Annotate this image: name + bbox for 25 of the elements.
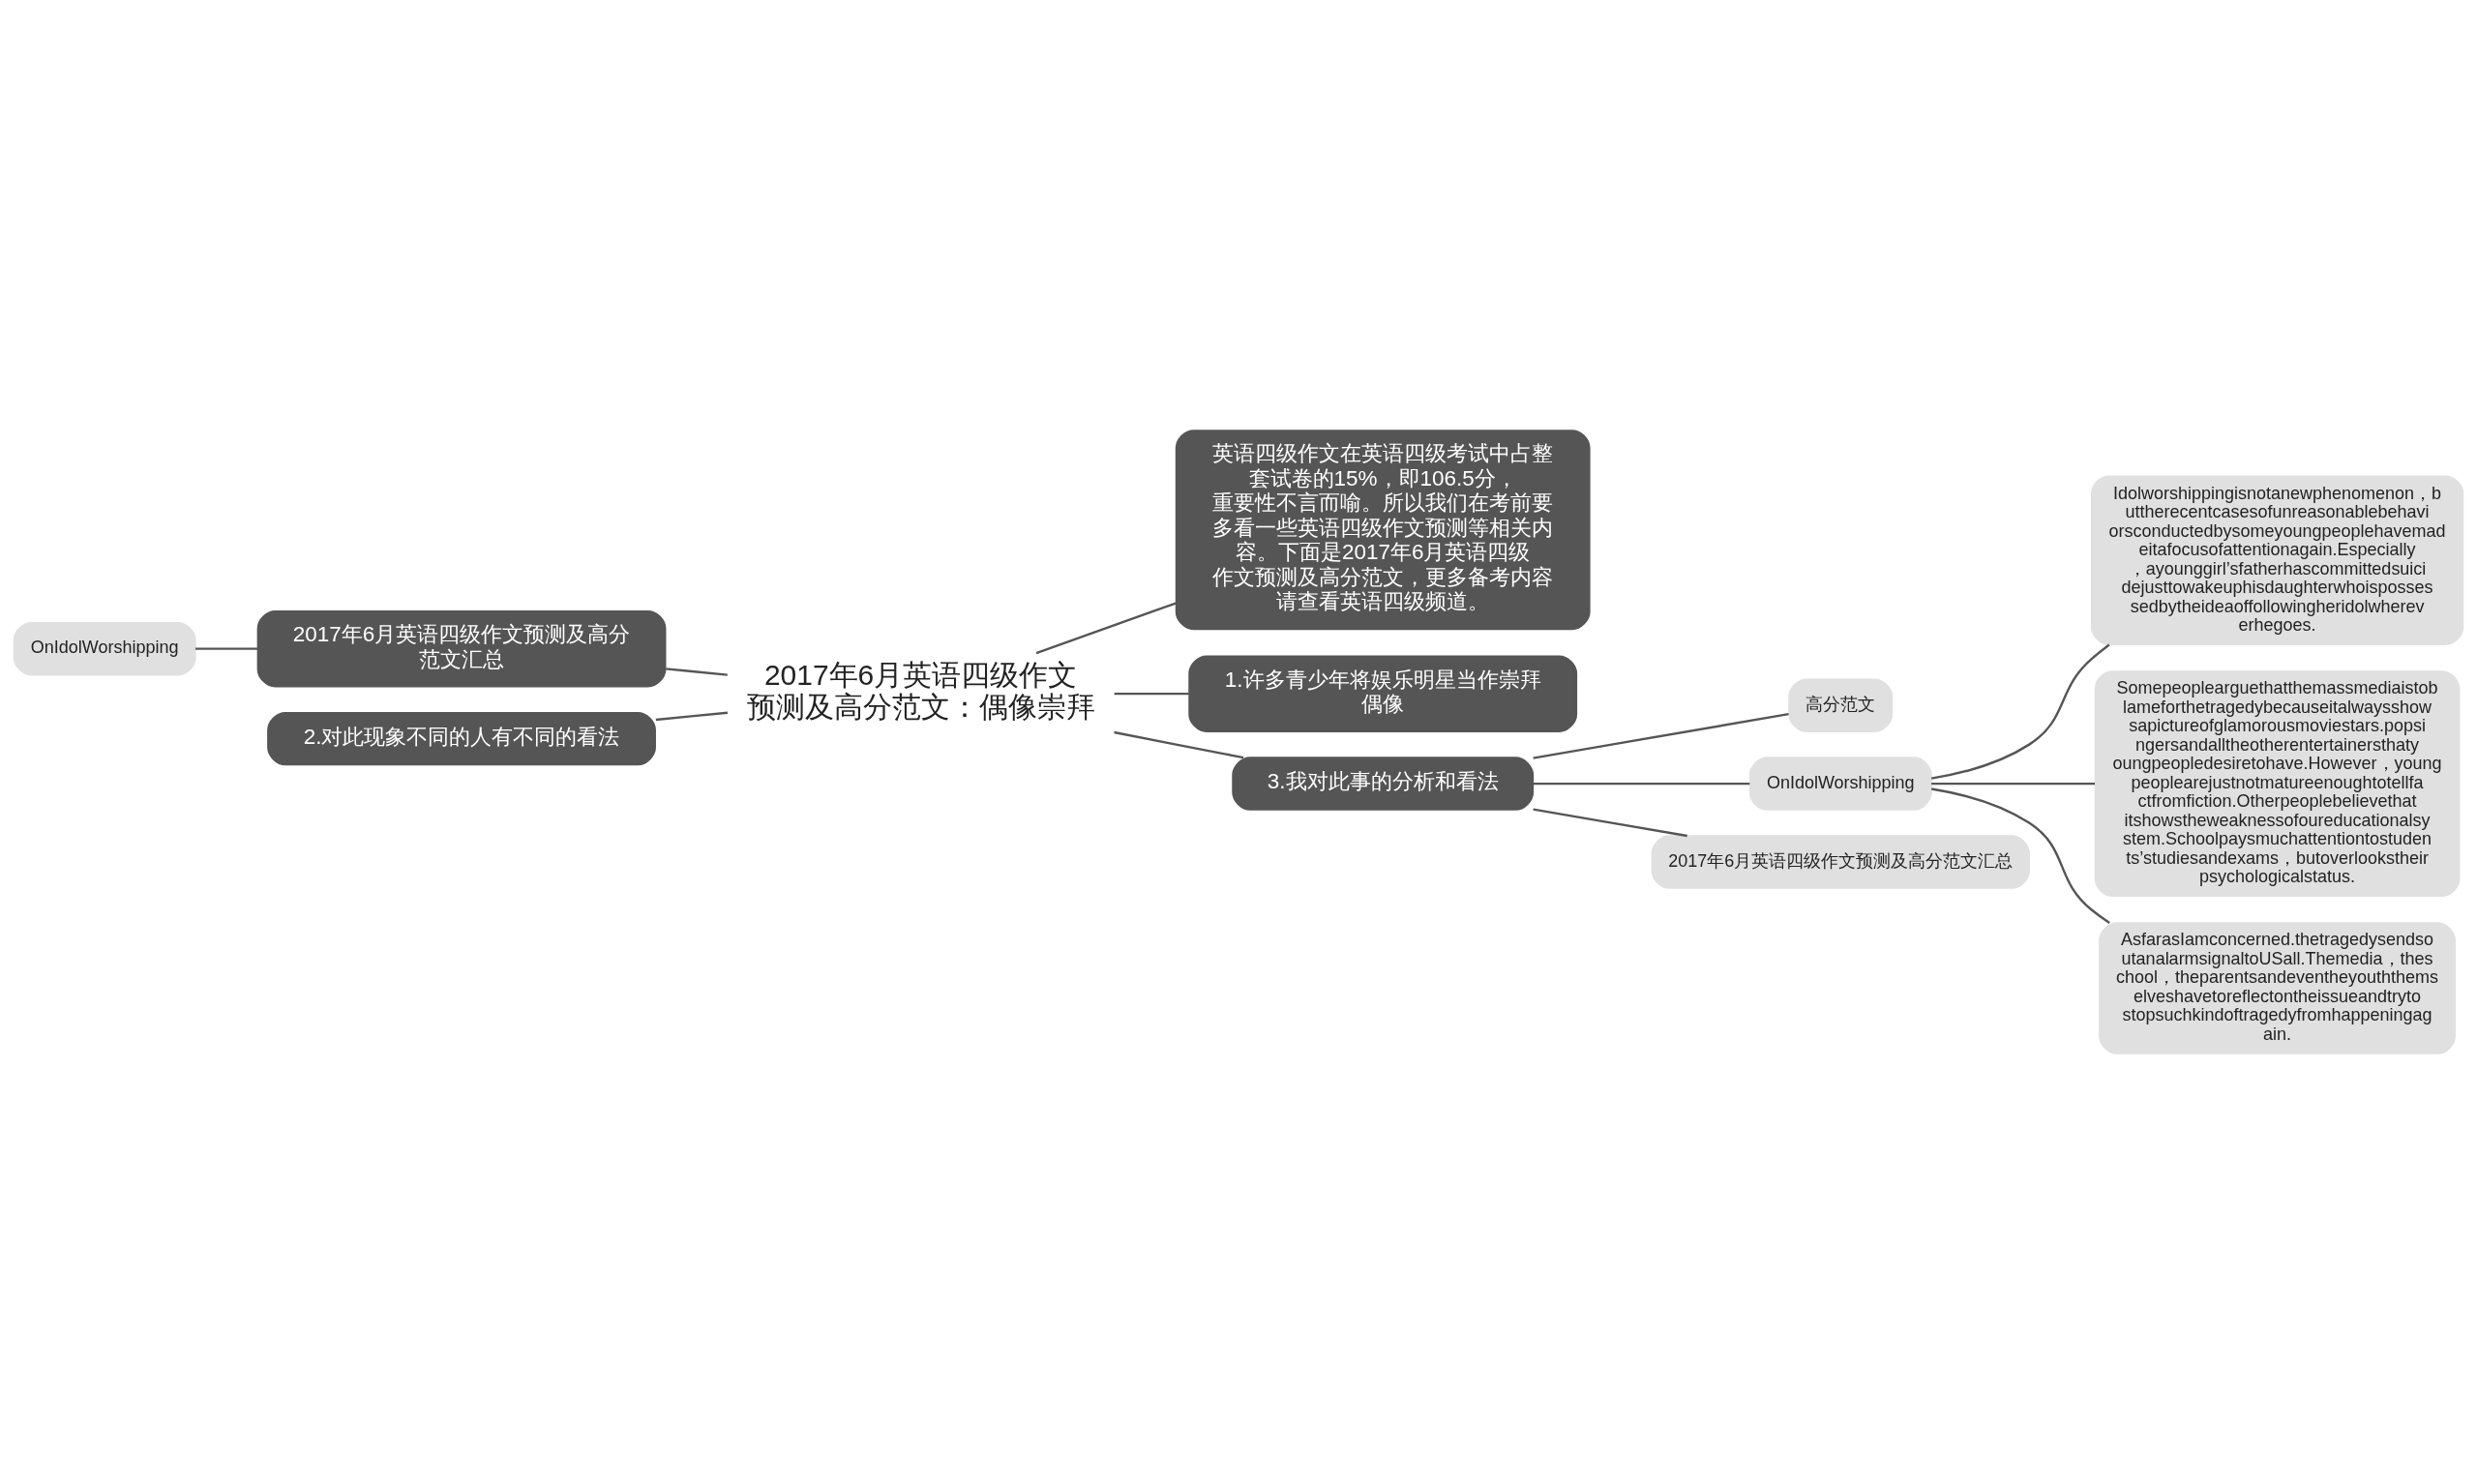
node-box: 2017年6月英语四级作文预测及高分范文汇总 <box>1651 835 2030 889</box>
connector <box>655 711 729 722</box>
connector <box>1035 602 1177 655</box>
connector <box>1114 692 1189 696</box>
connector <box>1533 712 1789 759</box>
node-box: 英语四级作文在英语四级考试中占整套试卷的15%，即106.5分，重要性不言而喻。所以我们在考前要多看一些英语四级作文预测等相关内容。下面是2017年6月英语四级作文预测及高分范文，更多备考内容请查看英语四级频道。 <box>1175 430 1591 631</box>
connector <box>1114 730 1244 759</box>
node-box: 2017年6月英语四级作文预测及高分范文汇总 <box>256 609 667 688</box>
node-box: Somepeoplearguethatthemassmediaistoblameforthetragedybecauseitalwaysshowsapictureofglamorousmoviestars.popsingersandalltheotherentertainersthatyoungpeopledesiretohave.However，youngpeoplearejustnotmatureenoughtotellfactfromfiction.Otherpeoplebelievethatitshowstheweaknessofoureducationalsystem.Schoolpaysmuchattentiontostudents’studiesandexams，butoverlookstheirpsychologicalstatus. <box>2094 670 2461 898</box>
connector <box>195 647 258 650</box>
node-box: OnIdolWorshipping <box>1748 757 1932 811</box>
connector <box>1931 787 2110 924</box>
connector <box>1533 808 1687 838</box>
connector <box>1930 643 2110 780</box>
node-box: 3.我对此事的分析和看法 <box>1232 757 1535 811</box>
connector <box>1931 782 2096 786</box>
connector <box>666 668 728 676</box>
node-box: 高分范文 <box>1788 678 1894 732</box>
node-box: AsfarasIamconcerned.thetragedysendsoutanalarmsignaltoUSall.Themedia，theschool，theparentsandeventheyouththemselveshavetoreflectontheissueandtrytostopsuchkindoftragedyfromhappeningagain. <box>2099 922 2456 1054</box>
node-box: 2.对此现象不同的人有不同的看法 <box>267 711 656 766</box>
node-text: 2017年6月英语四级作文预测及高分范文：偶像崇拜 <box>746 659 1095 724</box>
node-box: OnIdolWorshipping <box>13 621 196 676</box>
node-box: Idolworshippingisnotanewphenomenon，buttherecentcasesofunreasonablebehaviorsconductedbysomeyoungpeoplehavemadeitafocusofattentionagain.Especially，ayounggirl’sfatherhascommittedsuicidejusttowakeuphisdaughterwhoispossessedbytheideaoffollowingheridolwhereverhegoes. <box>2090 475 2464 645</box>
connector <box>1533 782 1750 786</box>
node-box: 1.许多青少年将娱乐明星当作崇拜偶像 <box>1188 655 1578 732</box>
